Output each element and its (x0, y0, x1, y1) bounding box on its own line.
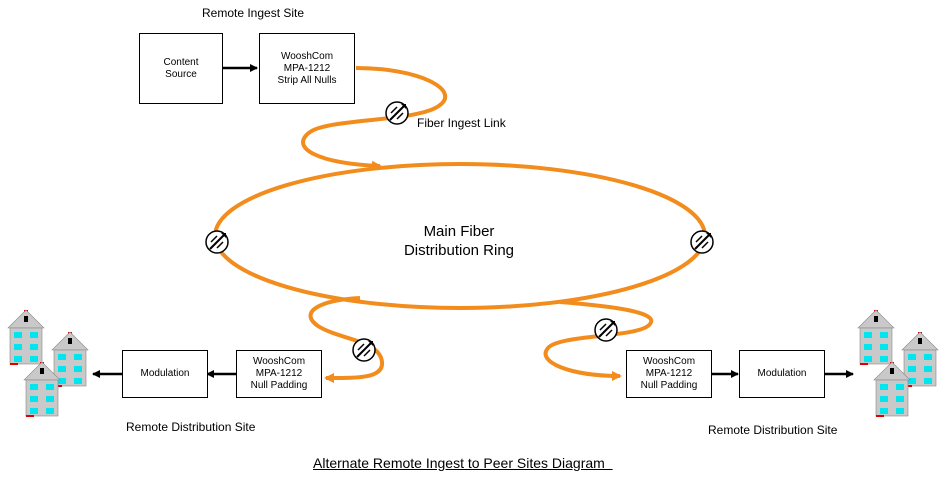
ring-label-line1: Main Fiber (423, 223, 495, 240)
encoder-box: WooshCom MPA-1212 Strip All Nulls (259, 33, 355, 104)
right-site-title: Remote Distribution Site (708, 423, 838, 437)
left-modulation-box: Modulation (122, 350, 208, 398)
diagram-caption: Alternate Remote Ingest to Peer Sites Di… (313, 455, 613, 471)
left-site-title: Remote Distribution Site (126, 420, 256, 434)
coupler-ingest-icon (385, 101, 409, 125)
house-icon (857, 309, 895, 366)
ingest-site-title: Remote Ingest Site (202, 6, 305, 20)
right-modulation-box: Modulation (739, 350, 825, 398)
content-source-box: Content Source (139, 33, 223, 104)
ring-label-line2: Distribution Ring (403, 242, 515, 259)
fiber-left-drop (308, 296, 384, 384)
coupler-left-drop-icon (352, 338, 376, 362)
left-device-box: WooshCom MPA-1212 Null Padding (236, 350, 322, 398)
coupler-ring-right-icon (690, 230, 714, 254)
right-device-box: WooshCom MPA-1212 Null Padding (626, 350, 712, 398)
coupler-right-drop-icon (594, 318, 618, 342)
fiber-ingest-link-label: Fiber Ingest Link (417, 116, 506, 130)
coupler-ring-left-icon (205, 230, 229, 254)
house-icon (7, 309, 45, 366)
ring-label: Main Fiber Distribution Ring (380, 222, 538, 260)
fiber-ingest-link (301, 66, 448, 171)
